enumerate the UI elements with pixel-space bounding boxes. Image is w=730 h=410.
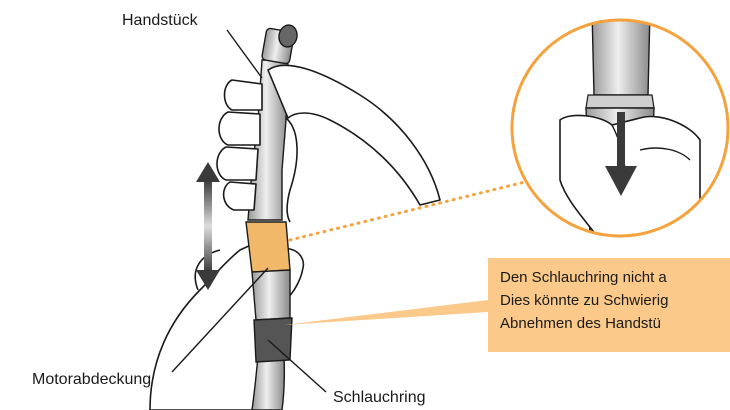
motor-lower — [252, 270, 290, 320]
label-schlauchring: Schlauchring — [333, 389, 426, 407]
callout-line: Den Schlauchring nicht a — [500, 266, 730, 289]
upper-hand — [217, 65, 440, 222]
label-handstueck: Handstück — [122, 12, 198, 30]
callout-line: Abnehmen des Handstü — [500, 312, 730, 335]
callout-text: Den Schlauchring nicht a Dies könnte zu … — [500, 266, 730, 335]
hose-ring — [254, 318, 292, 362]
callout-line: Dies könnte zu Schwierig — [500, 289, 730, 312]
label-motorabdeckung: Motorabdeckung — [32, 371, 151, 389]
motor-cover — [246, 222, 290, 272]
hose — [252, 355, 284, 410]
up-down-arrow-icon — [196, 162, 220, 290]
detail-view — [512, 10, 728, 240]
detail-connector — [290, 182, 525, 240]
